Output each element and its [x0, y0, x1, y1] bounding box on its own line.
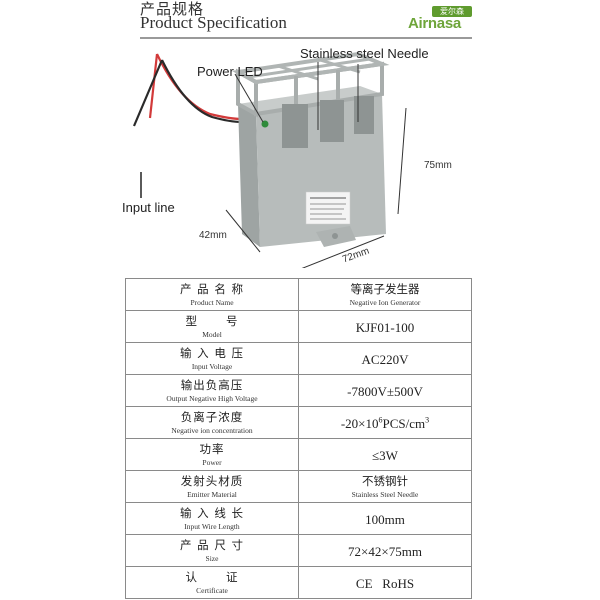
dimension-height: 75mm	[424, 160, 452, 171]
spec-key-en: Product Name	[190, 297, 234, 307]
callout-power-led: Power LED	[197, 64, 263, 79]
specification-table: 产 品 名 称 Product Name 等离子发生器 Negative Ion…	[125, 278, 472, 599]
spec-key-cn: 负离子浓度	[180, 409, 244, 424]
spec-key: 产 品 名 称 Product Name	[125, 278, 299, 311]
spec-value-exponent: 6	[378, 415, 383, 425]
table-row: 输出负高压 Output Negative High Voltage -7800…	[125, 374, 472, 407]
table-row: 发射头材质 Emitter Material 不锈钢针 Stainless St…	[125, 470, 472, 503]
product-photo: Power LED Stainless steel Needle Input l…	[120, 42, 480, 268]
brand-logo: 爱尔森 Airnasa	[408, 2, 478, 32]
table-row: 认 证 Certificate CE RoHS	[125, 566, 472, 599]
spec-value-en: Negative Ion Generator	[349, 297, 421, 307]
spec-value: 72×42×75mm	[298, 534, 472, 567]
ion-generator-illustration	[132, 51, 407, 268]
spec-value-unit: PCS/cm	[382, 416, 426, 431]
spec-key-cn: 功率	[199, 441, 225, 456]
table-row: 输 入 电 压 Input Voltage AC220V	[125, 342, 472, 375]
spec-value-main: -7800V±500V	[347, 384, 423, 399]
spec-key-en: Input Voltage	[191, 361, 233, 371]
table-row: 负离子浓度 Negative ion concentration -20×106…	[125, 406, 472, 439]
title-chinese: 产品规格	[140, 0, 205, 18]
spec-key: 输 入 电 压 Input Voltage	[125, 342, 299, 375]
spec-value-cn: 不锈钢针	[362, 473, 408, 488]
spec-value: AC220V	[298, 342, 472, 375]
spec-key: 输出负高压 Output Negative High Voltage	[125, 374, 299, 407]
spec-key-en: Size	[205, 553, 219, 563]
spec-key-cn: 认 证	[185, 569, 239, 584]
spec-key-en: Power	[202, 457, 222, 467]
spec-key: 发射头材质 Emitter Material	[125, 470, 299, 503]
spec-key-cn: 产 品 尺 寸	[180, 537, 244, 552]
spec-value-main: KJF01-100	[355, 320, 415, 335]
spec-key-en: Certificate	[196, 585, 228, 595]
spec-key-cn: 输 入 电 压	[180, 345, 244, 360]
spec-key-cn: 输出负高压	[180, 377, 244, 392]
spec-value-main: CE RoHS	[355, 576, 415, 591]
spec-key: 认 证 Certificate	[125, 566, 299, 599]
spec-key: 产 品 尺 寸 Size	[125, 534, 299, 567]
callout-input-line: Input line	[122, 200, 175, 215]
spec-key: 负离子浓度 Negative ion concentration	[125, 406, 299, 439]
logo-badge-chinese: 爱尔森	[432, 6, 472, 17]
table-row: 产 品 尺 寸 Size 72×42×75mm	[125, 534, 472, 567]
spec-value: -20×106PCS/cm3	[298, 406, 472, 439]
spec-key-cn: 产 品 名 称	[180, 281, 244, 296]
callout-stainless-needle: Stainless steel Needle	[300, 46, 429, 61]
spec-value: ≤3W	[298, 438, 472, 471]
spec-value-en: Stainless Steel Needle	[351, 489, 419, 499]
spec-value: 等离子发生器 Negative Ion Generator	[298, 278, 472, 311]
table-row: 产 品 名 称 Product Name 等离子发生器 Negative Ion…	[125, 278, 472, 311]
spec-value-main: 100mm	[365, 512, 405, 527]
title-english: Product Specification	[140, 13, 287, 32]
spec-key-en: Negative ion concentration	[171, 425, 253, 435]
spec-value-main: ≤3W	[372, 448, 398, 463]
spec-key-en: Model	[202, 329, 222, 339]
spec-value-unit-exponent: 3	[425, 415, 430, 425]
spec-value-cn: 等离子发生器	[350, 281, 420, 296]
spec-value-prefix: -20×10	[340, 416, 379, 431]
spec-value: 100mm	[298, 502, 472, 535]
spec-value: -7800V±500V	[298, 374, 472, 407]
spec-key-en: Output Negative High Voltage	[166, 393, 258, 403]
spec-value-main: 72×42×75mm	[348, 544, 422, 559]
spec-key: 输 入 线 长 Input Wire Length	[125, 502, 299, 535]
spec-value: 不锈钢针 Stainless Steel Needle	[298, 470, 472, 503]
spec-value: CE RoHS	[298, 566, 472, 599]
dimension-depth: 42mm	[199, 230, 227, 241]
spec-key: 型 号 Model	[125, 310, 299, 343]
page-header: 产品规格 Product Specification 爱尔森 Airnasa	[0, 0, 600, 40]
table-row: 型 号 Model KJF01-100	[125, 310, 472, 343]
spec-key: 功率 Power	[125, 438, 299, 471]
spec-value-main: -20×106PCS/cm3	[341, 416, 429, 431]
spec-key-en: Input Wire Length	[184, 521, 240, 531]
spec-key-cn: 输 入 线 长	[180, 505, 244, 520]
table-row: 输 入 线 长 Input Wire Length 100mm	[125, 502, 472, 535]
spec-key-cn: 型 号	[185, 313, 239, 328]
spec-key-en: Emitter Material	[187, 489, 237, 499]
header-divider	[140, 37, 472, 39]
spec-value: KJF01-100	[298, 310, 472, 343]
spec-value-main: AC220V	[361, 352, 409, 367]
spec-key-cn: 发射头材质	[180, 473, 244, 488]
logo-wordmark: Airnasa	[408, 15, 461, 32]
table-row: 功率 Power ≤3W	[125, 438, 472, 471]
